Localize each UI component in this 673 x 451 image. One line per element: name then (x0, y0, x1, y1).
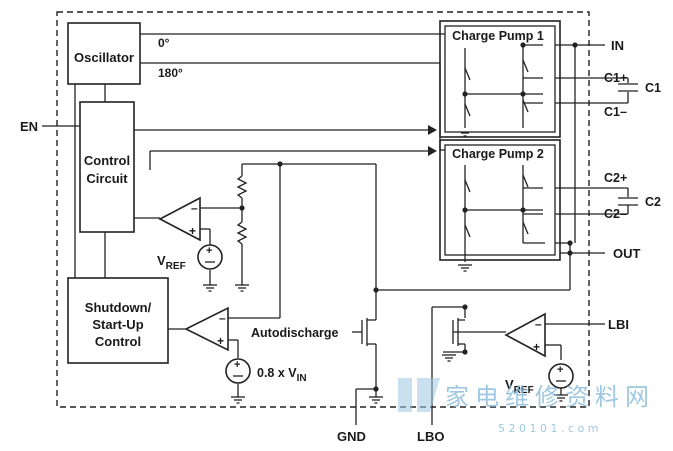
comparator-vref: – + (158, 196, 201, 242)
pin-lbi: LBI (608, 317, 629, 332)
vin-scale-label: 0.8 x VIN (257, 366, 307, 384)
shutdown-label-line2: Start-Up (92, 317, 143, 332)
control-circuit-block (79, 101, 135, 233)
phase-180-label: 180° (158, 66, 183, 80)
charge-pump-2-block (439, 139, 561, 262)
charge-pump-1-label: Charge Pump 1 (452, 29, 544, 43)
control-label-line1: Control (84, 153, 130, 168)
vin-source: + (225, 358, 251, 384)
pin-in: IN (611, 38, 624, 53)
autodischarge-label: Autodischarge (251, 326, 339, 340)
pin-lbo: LBO (417, 429, 444, 444)
pin-en: EN (20, 119, 38, 134)
junction-dots (239, 42, 578, 392)
svg-text:+: + (189, 224, 196, 238)
comparator-lbi: – + (504, 312, 546, 358)
watermark-logo (398, 378, 440, 412)
pin-c1: C1 (645, 81, 661, 95)
ground-symbols (203, 129, 568, 404)
shutdown-startup-block (67, 277, 169, 364)
watermark-text: 家电维修资料网 (445, 383, 655, 411)
pin-c2-plus: C2+ (604, 171, 627, 185)
chip-boundary (56, 11, 590, 408)
phase-0-label: 0° (158, 36, 170, 50)
svg-text:+: + (206, 245, 212, 257)
svg-text:–: – (191, 201, 198, 215)
watermark: 家电维修资料网 5 2 0 1 0 1 . c o m (398, 378, 655, 435)
pin-c1-minus: C1– (604, 105, 627, 119)
svg-text:+: + (557, 364, 563, 376)
pin-c2: C2 (645, 195, 661, 209)
shutdown-label-line1: Shutdown/ (85, 300, 152, 315)
svg-text:+: + (234, 359, 240, 371)
svg-text:–: – (219, 311, 226, 325)
svg-text:+: + (217, 334, 224, 348)
wiring (42, 33, 638, 425)
oscillator-label: Oscillator (74, 50, 134, 65)
pin-c2-minus: C2– (604, 207, 627, 221)
svg-text:–: – (535, 317, 542, 331)
vref-source-2: + (548, 363, 574, 395)
pin-c1-plus: C1+ (604, 71, 627, 85)
pin-out: OUT (613, 246, 641, 261)
comparator-autodischarge: – + (184, 306, 229, 352)
vref-source-1: + (197, 244, 223, 270)
shutdown-label-line3: Control (95, 334, 141, 349)
svg-text:+: + (533, 340, 540, 354)
vref-label-1: VREF (157, 253, 186, 272)
charge-pump-2-label: Charge Pump 2 (452, 147, 544, 161)
vref-label-2: VREF (505, 377, 534, 396)
oscillator-block (67, 22, 141, 85)
control-label-line2: Circuit (86, 171, 128, 186)
pin-gnd: GND (337, 429, 366, 444)
charge-pump-1-block (439, 20, 561, 138)
watermark-url: 5 2 0 1 0 1 . c o m (498, 422, 598, 435)
